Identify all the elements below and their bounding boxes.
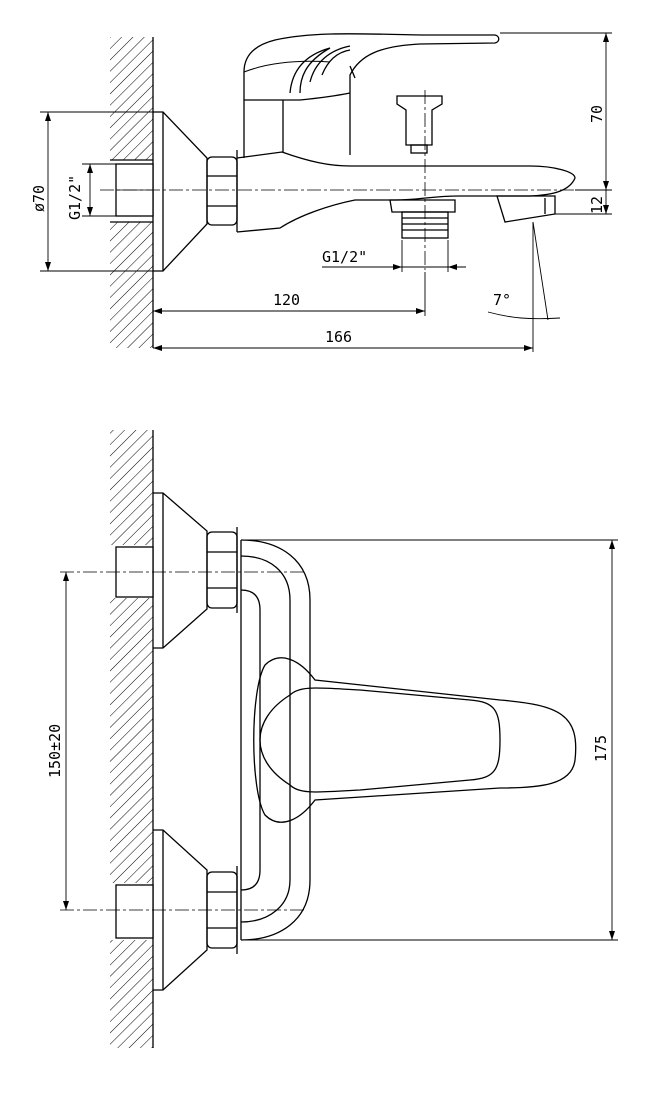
dim-diameter-label: ø70 xyxy=(30,185,48,212)
spout-aerator xyxy=(496,195,556,223)
top-dim-arrows xyxy=(63,540,615,940)
center-lines-top xyxy=(60,571,305,911)
center-lines xyxy=(100,90,605,270)
dim-width-label: 175 xyxy=(592,735,610,762)
shower-outlet xyxy=(389,199,456,239)
dim-spout-drop-label: 12 xyxy=(588,196,606,214)
faucet-body-top xyxy=(240,539,311,941)
hex-nut xyxy=(206,150,238,232)
escutcheon xyxy=(153,111,208,272)
dim-angle-label: 7° xyxy=(493,291,511,309)
dim-total-depth-label: 166 xyxy=(325,328,352,346)
wall-section xyxy=(110,37,154,348)
diverter-knob xyxy=(396,95,443,154)
dim-outlet-thread-label: G1/2" xyxy=(322,248,367,266)
top-dimensions xyxy=(65,539,618,941)
dim-inlet-thread-label: G1/2" xyxy=(66,175,84,220)
side-view: ø70 G1/2" 70 12 G1/2" 120 166 7° xyxy=(30,32,612,352)
faucet-body xyxy=(236,33,576,233)
dim-outlet-distance-label: 120 xyxy=(273,291,300,309)
upper-escutcheon xyxy=(153,492,238,649)
lever-handle-top xyxy=(253,657,577,823)
side-dim-arrows xyxy=(45,33,609,351)
wall-section-top xyxy=(110,430,154,1048)
top-view: 150±20 175 xyxy=(46,430,618,1048)
dim-center-distance-label: 150±20 xyxy=(46,724,64,778)
side-dimensions xyxy=(40,32,612,352)
dim-height-label: 70 xyxy=(588,105,606,123)
